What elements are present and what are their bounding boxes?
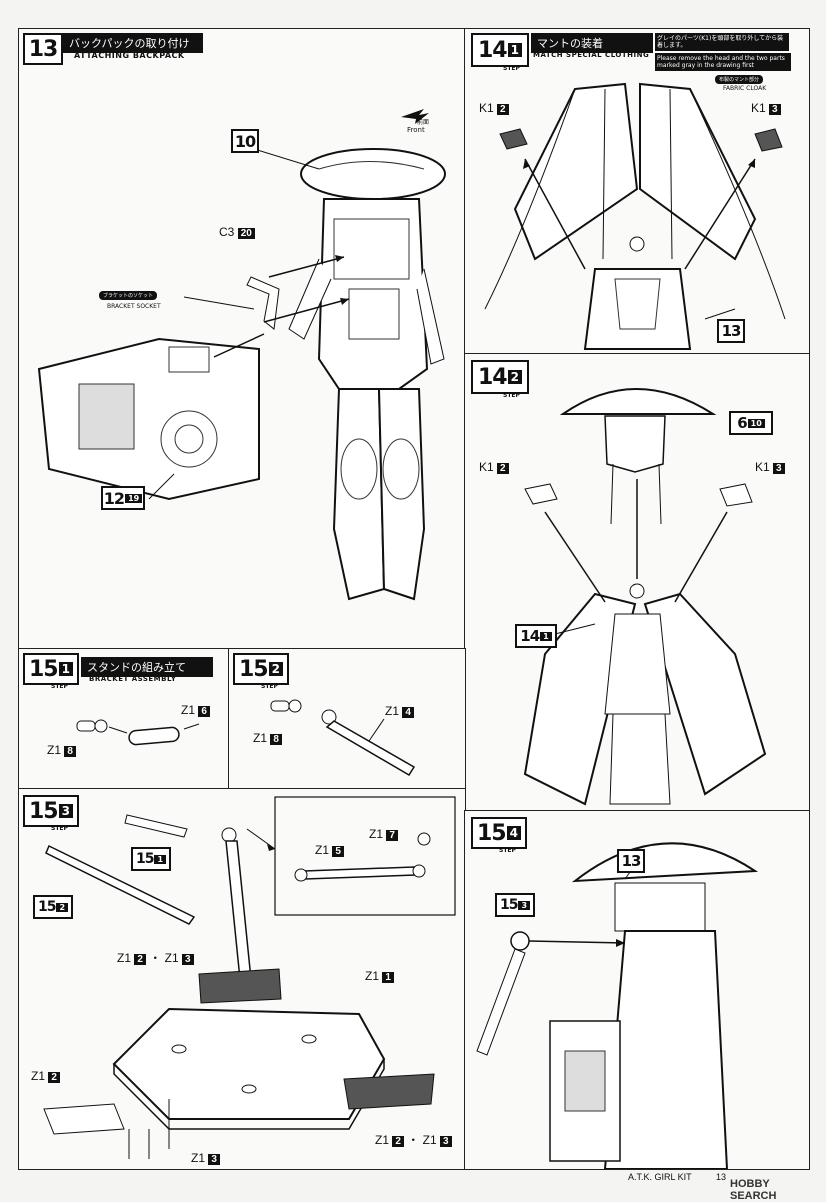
ref-step-15-1: 15 1 [131, 847, 171, 871]
step-14-1-note-jp: グレイのパーツ(K1)を頭部を取り外してから装着します。 [655, 33, 789, 51]
step-13-drawing [37, 109, 446, 601]
k1-3-label: K1 3 [751, 101, 781, 115]
step-15-2-step-word: STEP [261, 683, 278, 690]
step-15-1-badge: 15 1 [23, 653, 79, 685]
front-label-en: Front [407, 126, 425, 134]
step-15-2-panel: 15 2 STEP Z1 4 Z1 8 [228, 648, 466, 790]
step-14-1-badge: 14 1 [471, 33, 529, 67]
step-15-1-drawing [76, 719, 200, 746]
z1-1-label: Z1 1 [365, 969, 394, 983]
step-14-1-step-word: STEP [503, 65, 520, 72]
step-15-2-badge: 15 2 [233, 653, 289, 685]
k1-2-label-b: K1 2 [479, 460, 509, 474]
step-13-title: バックパックの取り付け [63, 33, 203, 53]
front-label-jp: 前面 [417, 119, 430, 126]
step-14-2-panel: 14 2 STEP 6 10 K1 2 K1 3 14 1 [464, 353, 810, 812]
ref-step-15-2: 15 2 [33, 895, 73, 919]
ref-step-12: 12 19 [101, 486, 145, 510]
step-13-subtitle: ATTACHING BACKPACK [74, 51, 185, 60]
z1-8-label: Z1 8 [47, 743, 76, 757]
z1-8-label-b: Z1 8 [253, 731, 282, 745]
z1-5-label: Z1 5 [315, 843, 344, 857]
z1-2-z1-3-label-right: Z1 2 ・ Z1 3 [375, 1131, 452, 1148]
step-14-1-note-en: Please remove the head and the two parts… [655, 53, 791, 71]
ref-step-15-3: 15 3 [495, 893, 535, 917]
z1-3-label-bottom: Z1 3 [191, 1151, 220, 1165]
k1-3-label-b: K1 3 [755, 460, 785, 474]
ref-step-10: 10 [231, 129, 259, 153]
step-15-4-drawing [476, 842, 759, 1169]
k1-2-label: K1 2 [479, 101, 509, 115]
ref-step-13: 13 [717, 319, 745, 343]
step-15-3-drawing [43, 796, 456, 1159]
fabric-cloak-en: FABRIC CLOAK [723, 85, 767, 92]
step-14-1-subtitle: MATCH SPECIAL CLOTHING [533, 51, 650, 59]
z1-7-label: Z1 7 [369, 827, 398, 841]
step-15-2-drawing [270, 699, 416, 777]
step-13-panel: 13 バックパックの取り付け ATTACHING BACKPACK 10 前面 … [18, 28, 466, 650]
z1-4-label: Z1 4 [385, 704, 414, 718]
z1-2-z1-3-label-top: Z1 2 ・ Z1 3 [117, 949, 194, 966]
step-13-badge: 13 [23, 33, 63, 65]
step-15-4-step-word: STEP [499, 847, 516, 854]
step-15-1-panel: 15 1 STEP スタンドの組み立て BRACKET ASSEMBLY Z1 … [18, 648, 230, 790]
z1-6-label: Z1 6 [181, 703, 210, 717]
ref-step-6-10: 6 10 [729, 411, 773, 435]
step-15-1-title: スタンドの組み立て [81, 657, 213, 677]
step-15-1-step-word: STEP [51, 683, 68, 690]
footer-page: 13 [716, 1172, 727, 1182]
ref-step-13-b: 13 [617, 849, 645, 873]
step-14-1-panel: 14 1 STEP マントの装着 MATCH SPECIAL CLOTHING … [464, 28, 810, 355]
bracket-socket-en: BRACKET SOCKET [107, 303, 161, 310]
step-15-3-step-word: STEP [51, 825, 68, 832]
step-15-1-subtitle: BRACKET ASSEMBLY [89, 675, 177, 683]
ref-step-14-1: 14 1 [515, 624, 557, 648]
z1-2-label-left: Z1 2 [31, 1069, 60, 1083]
step-14-1-title: マントの装着 [531, 33, 653, 53]
part-c3-label: C3 20 [219, 225, 255, 239]
bracket-socket-jp: ブラケットのソケット [99, 291, 158, 300]
footer-product: A.T.K. GIRL KIT [628, 1172, 692, 1182]
step-14-2-badge: 14 2 [471, 360, 529, 394]
step-15-3-panel: 15 3 STEP 15 1 15 2 Z1 7 Z1 5 Z1 2 ・ Z1 … [18, 788, 466, 1170]
step-15-4-panel: 15 4 STEP 13 15 3 [464, 810, 810, 1170]
footer-brand: HOBBY SEARCH [730, 1178, 777, 1202]
step-14-2-step-word: STEP [503, 392, 520, 399]
step-14-1-drawing [484, 82, 786, 350]
fabric-cloak-jp: 布製のマント部分 [715, 75, 764, 84]
step-15-4-badge: 15 4 [471, 817, 527, 849]
step-15-3-badge: 15 3 [23, 795, 79, 827]
instruction-page: 13 バックパックの取り付け ATTACHING BACKPACK 10 前面 … [18, 28, 810, 1202]
